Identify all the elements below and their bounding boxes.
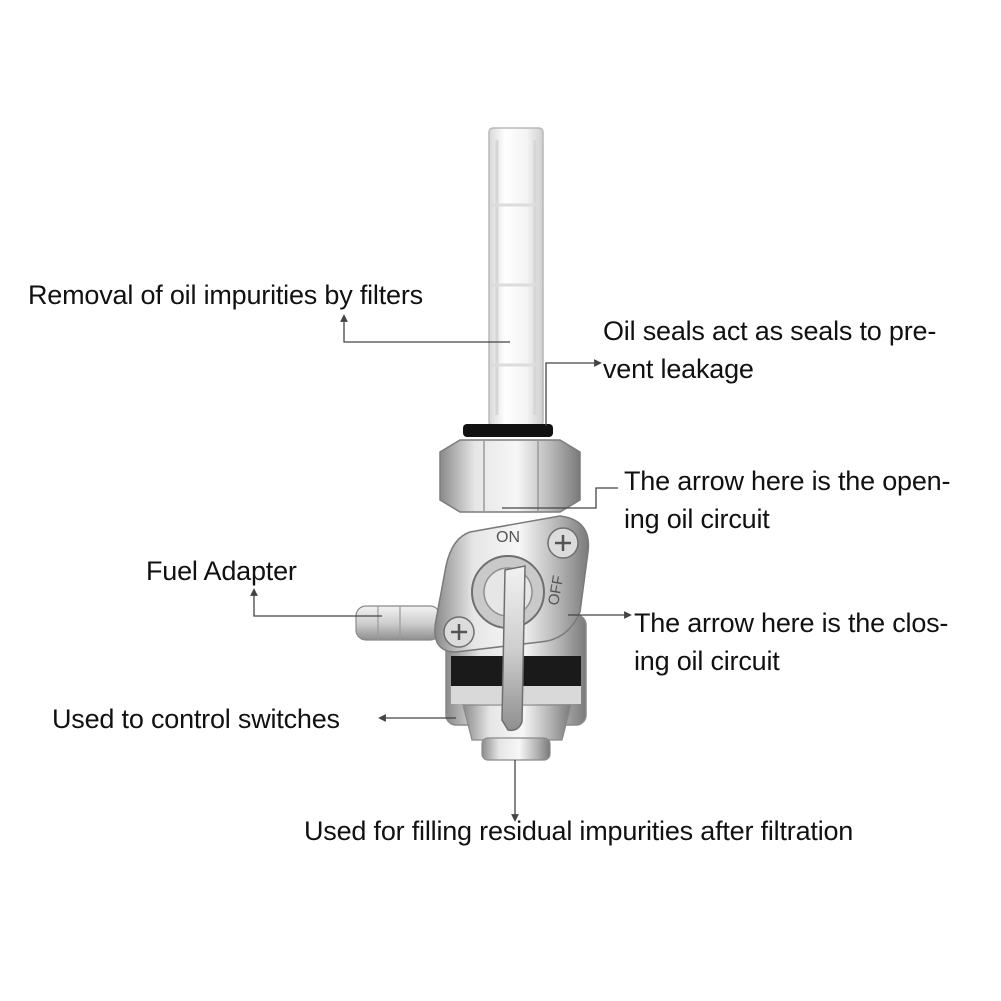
- label-filter-text: Removal of oil impurities by filters: [28, 280, 423, 310]
- hex-nut: [439, 439, 581, 513]
- fuel-adapter-nipple: [355, 605, 441, 641]
- label-close-line1: The arrow here is the clos-: [634, 608, 949, 638]
- label-residual-text: Used for filling residual impurities aft…: [304, 816, 854, 846]
- label-filter: Removal of oil impurities by filters: [28, 276, 423, 314]
- label-open-line2: ing oil circuit: [624, 504, 770, 534]
- label-adapter: Fuel Adapter: [146, 552, 297, 590]
- label-seal-line1: Oil seals act as seals to pre-: [603, 316, 937, 346]
- label-adapter-text: Fuel Adapter: [146, 556, 297, 586]
- label-seal-line2: vent leakage: [603, 354, 754, 384]
- leader-open: [502, 487, 618, 509]
- label-residual: Used for filling residual impurities aft…: [304, 812, 853, 850]
- label-seal: Oil seals act as seals to pre- vent leak…: [603, 312, 936, 388]
- label-open-line1: The arrow here is the open-: [624, 466, 951, 496]
- oil-seal-ring: [463, 424, 553, 437]
- leader-lines: [250, 314, 632, 822]
- lever-handle: [501, 565, 526, 732]
- label-open: The arrow here is the open- ing oil circ…: [624, 462, 950, 538]
- on-marking: ON: [496, 529, 520, 546]
- leader-seal: [545, 359, 602, 426]
- screw-bottom-left: [443, 616, 475, 648]
- label-close: The arrow here is the clos- ing oil circ…: [634, 604, 948, 680]
- off-marking: OFF: [545, 574, 567, 606]
- label-switch-text: Used to control switches: [52, 704, 340, 734]
- label-switch: Used to control switches: [52, 700, 340, 738]
- leader-filter: [340, 314, 510, 343]
- leader-adapter: [250, 588, 382, 617]
- screw-top-right: [547, 527, 579, 559]
- filter-tube: [488, 127, 544, 427]
- label-close-line2: ing oil circuit: [634, 646, 780, 676]
